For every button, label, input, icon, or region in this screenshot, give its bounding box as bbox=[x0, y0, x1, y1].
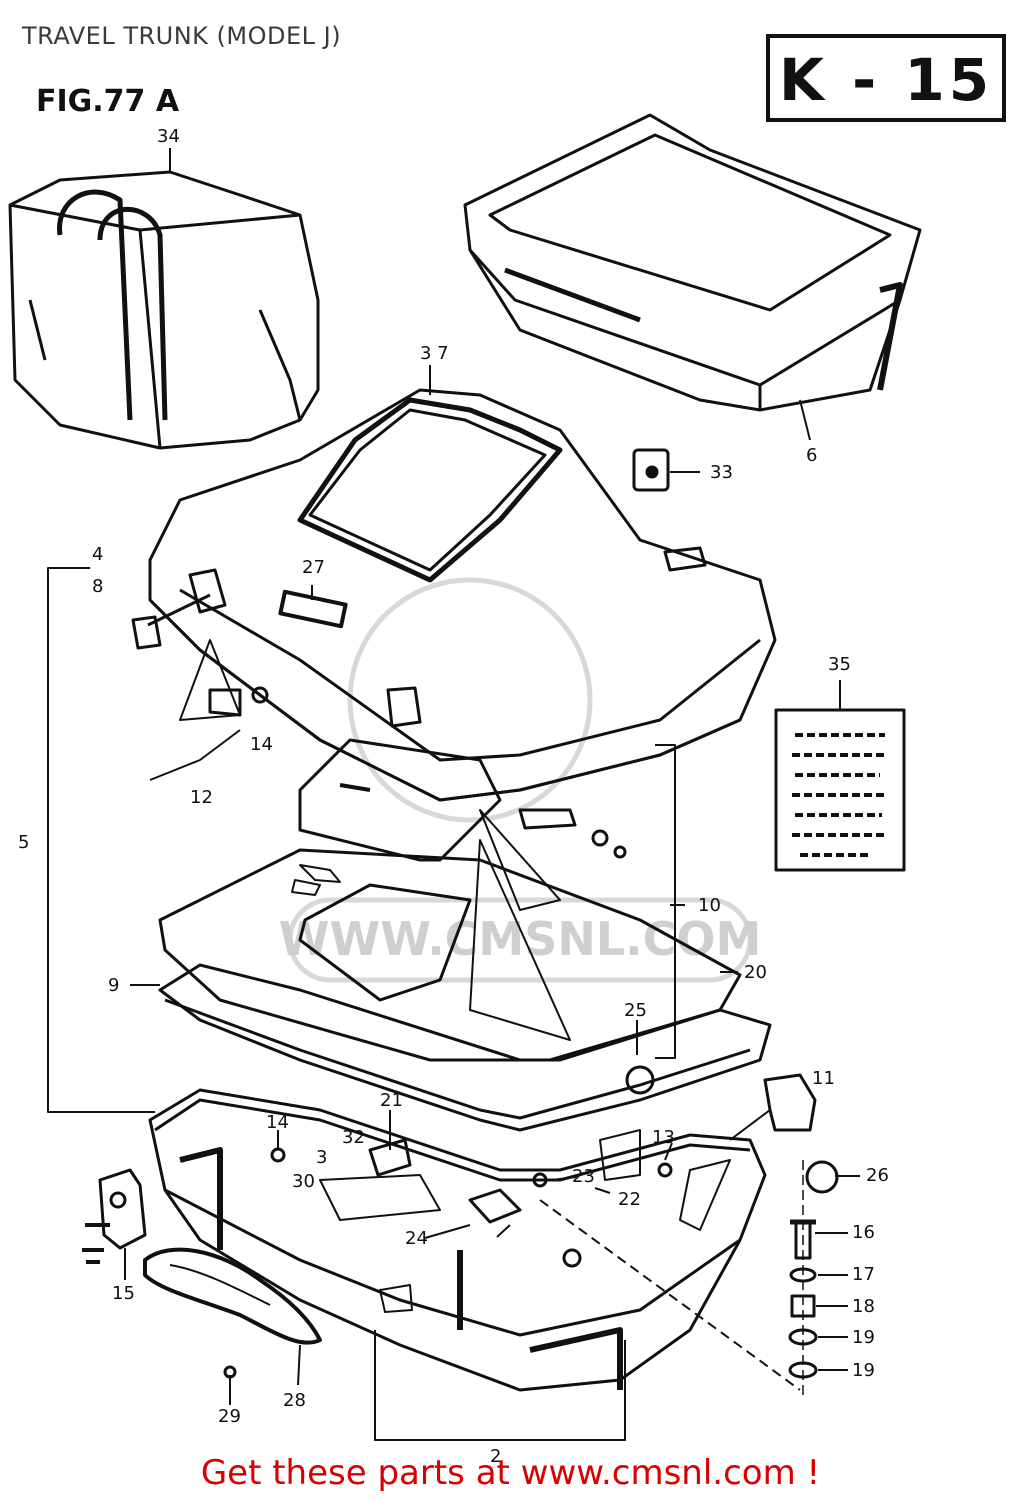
callout-29: 29 bbox=[218, 1406, 241, 1427]
callout-18: 18 bbox=[852, 1296, 875, 1317]
callout-12: 12 bbox=[190, 787, 213, 808]
callout-10: 10 bbox=[698, 895, 721, 916]
leader-lines bbox=[124, 148, 860, 1441]
callout-20: 20 bbox=[744, 962, 767, 983]
callout-24: 24 bbox=[405, 1228, 428, 1249]
callout-6: 6 bbox=[806, 445, 818, 466]
callout-28: 28 bbox=[283, 1390, 306, 1411]
callout-14-lower: 14 bbox=[266, 1112, 289, 1133]
page-id-box: K - 15 bbox=[766, 34, 1006, 122]
callout-21: 21 bbox=[380, 1090, 403, 1111]
callout-19-a: 19 bbox=[852, 1327, 875, 1348]
watermark-logo bbox=[287, 577, 753, 983]
travel-bag-part-34 bbox=[8, 170, 320, 450]
callout-34: 34 bbox=[157, 126, 180, 147]
callout-13: 13 bbox=[652, 1127, 675, 1148]
callout-32: 32 bbox=[342, 1127, 365, 1148]
gasket-part-9 bbox=[158, 963, 772, 1132]
trunk-body-part-2 bbox=[148, 1088, 767, 1392]
callout-15: 15 bbox=[112, 1283, 135, 1304]
inner-plate-part-10 bbox=[298, 738, 627, 1041]
bracket-part-5 bbox=[47, 567, 676, 1113]
callout-22: 22 bbox=[618, 1189, 641, 1210]
callout-25: 25 bbox=[624, 1000, 647, 1021]
latch-parts-12-14 bbox=[131, 593, 269, 781]
latch-part-11 bbox=[729, 1073, 817, 1141]
callout-3: 3 bbox=[316, 1147, 328, 1168]
emblem-part-28 bbox=[143, 1247, 322, 1345]
callout-23: 23 bbox=[572, 1166, 595, 1187]
callout-27: 27 bbox=[302, 557, 325, 578]
hardware-stack-16-19 bbox=[788, 1160, 818, 1395]
callout-33: 33 bbox=[710, 462, 733, 483]
callout-8: 8 bbox=[92, 576, 104, 597]
cap-part-33 bbox=[632, 448, 670, 492]
callout-9: 9 bbox=[108, 975, 120, 996]
page-title: TRAVEL TRUNK (MODEL J) bbox=[22, 22, 342, 50]
label-sticker-part-35 bbox=[774, 680, 906, 872]
callout-3-7: 3 7 bbox=[420, 343, 449, 364]
callout-17: 17 bbox=[852, 1264, 875, 1285]
callout-26: 26 bbox=[866, 1165, 889, 1186]
footer-link[interactable]: Get these parts at www.cmsnl.com ! bbox=[200, 1453, 821, 1493]
callout-2: 2 bbox=[490, 1446, 502, 1467]
inner-tray-part-6 bbox=[463, 113, 922, 412]
callout-16: 16 bbox=[852, 1222, 875, 1243]
callout-30: 30 bbox=[292, 1171, 315, 1192]
callout-5: 5 bbox=[18, 832, 30, 853]
figure-label: FIG.77 A bbox=[36, 84, 180, 119]
callout-19-b: 19 bbox=[852, 1360, 875, 1381]
page-id: K - 15 bbox=[778, 46, 994, 114]
callout-35: 35 bbox=[828, 654, 851, 675]
bumper-part-25 bbox=[625, 1065, 655, 1095]
cap-part-26 bbox=[805, 1160, 839, 1194]
callout-4: 4 bbox=[92, 544, 104, 565]
watermark-text: WWW.CMSNL.COM bbox=[279, 912, 762, 966]
callout-14-upper: 14 bbox=[250, 734, 273, 755]
callout-11: 11 bbox=[812, 1068, 835, 1089]
lock-part-15 bbox=[82, 1168, 147, 1264]
trunk-lid-part-4-8 bbox=[148, 388, 777, 802]
